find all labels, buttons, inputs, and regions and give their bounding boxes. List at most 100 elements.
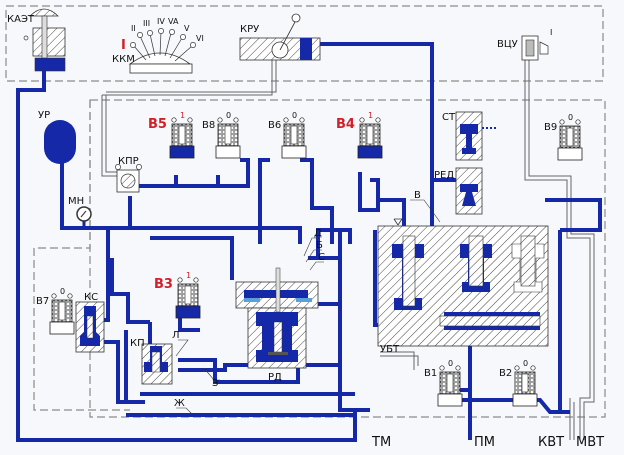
valve-terminal-icon [359,117,365,123]
chamber-b-label: Б [316,240,323,251]
valve-name: В6 [268,120,281,131]
valve-4[interactable]: В41 [336,111,383,159]
mn-pressure-gauge: МН [68,196,92,228]
kaet-emergency-brake-valve[interactable]: КАЭТ [7,8,66,72]
control-lines [101,52,595,440]
ubt-brake-block: УБТ [377,218,549,355]
kkm-pos-label-iv: IV [157,17,165,26]
valve-terminal-icon [299,117,305,123]
vcu-label: ВЦУ [497,39,518,50]
valve-terminal-icon [375,117,381,123]
red-reducer: РЕД [434,167,483,215]
kkm-controller[interactable]: ККМ I II III IV VA V VI [112,17,204,74]
kru-valve[interactable]: КРУ [239,13,321,61]
kru-label: КРУ [240,24,259,35]
valve-state: 0 [292,111,297,120]
vcu-handle[interactable] [539,41,549,55]
kvt-line-label: КВТ [538,435,564,450]
valve-seat [281,145,307,159]
valve-7[interactable]: В7 0 [36,287,75,335]
pm-line-label: ПМ [474,435,495,450]
valve-2[interactable]: В2 0 [499,359,538,407]
kkm-position-iv[interactable] [158,28,164,34]
valve-terminal-icon [559,119,565,125]
ur-label: УР [38,110,50,121]
valve-name: В3 [154,277,173,292]
valve-seat [215,145,241,159]
valve-6[interactable]: В6 0 [268,111,307,159]
valve-terminal-icon [193,277,199,283]
ks-valve: КС [75,292,105,353]
kaet-body [32,27,66,57]
valve-terminal-icon [177,277,183,283]
valve-terminal-icon [530,365,536,371]
kkm-pos-label-ii: II [131,24,136,33]
valve-name: В2 [499,368,512,379]
valve-seat [169,145,195,159]
valve-terminal-icon [187,117,193,123]
kkm-position-i[interactable] [130,42,136,48]
valve-9[interactable]: В90 [544,113,583,161]
st-label: СТ [442,112,456,123]
chamber-l-label: Л [172,330,180,341]
valve-terminal-icon [67,293,73,299]
panel-enclosure-left-step [33,100,130,411]
rd-label: РД [268,372,282,383]
st-brake-cylinder-valve: СТ [442,111,496,161]
valve-state: 0 [448,359,453,368]
mn-label: МН [68,196,84,207]
kkm-position-iii[interactable] [147,30,153,36]
kkm-position-ii[interactable] [137,32,143,38]
valve-5[interactable]: В5 1 [148,111,195,159]
valve-3[interactable]: В3 1 [154,271,201,319]
ubt-exhaust-icon [393,218,403,226]
valve-state: 0 [523,359,528,368]
kkm-position-va[interactable] [169,29,175,35]
valve-state: 0 [568,113,573,122]
chamber-d-label: Д [314,228,322,239]
valve-seat [512,393,538,407]
kaet-label: КАЭТ [7,14,35,25]
kkm-base [129,63,193,74]
valve-name: В5 [148,117,167,132]
valve-seat [437,393,463,407]
valve-terminal-icon [439,365,445,371]
valve-state: 1 [368,111,373,120]
kkm-label: ККМ [112,54,135,65]
valve-terminal-icon [233,117,239,123]
ubt-label: УБТ [380,344,400,355]
kpr-valve[interactable]: КПР [115,156,142,193]
kp-label: КП [130,338,145,349]
valve-state: 0 [226,111,231,120]
valve-1[interactable]: В1 0 [424,359,463,407]
vcu-valve[interactable]: ВЦУ I [497,28,552,61]
kkm-position-v[interactable] [180,34,186,40]
valve-name: В7 [36,296,49,307]
kkm-position-vi[interactable] [190,42,196,48]
valve-terminal-icon [514,365,520,371]
chamber-labels [175,199,441,415]
valve-state: 0 [60,287,65,296]
kkm-pos-label-vi: VI [196,34,204,43]
kaet-contact-icon [23,35,29,41]
kpr-label: КПР [118,156,139,167]
valve-terminal-icon [455,365,461,371]
panel-enclosure-boundary [89,99,606,418]
kaet-knob[interactable] [29,8,59,17]
vcu-position: I [550,28,552,37]
valve-terminal-icon [283,117,289,123]
valve-8[interactable]: В80 [202,111,241,159]
valve-state: 1 [186,271,191,280]
valve-terminal-icon [217,117,223,123]
valve-state: 1 [180,111,185,120]
kru-handle[interactable] [291,13,301,23]
valve-terminal-icon [575,119,581,125]
tm-line-label: ТМ [371,435,391,450]
valve-seat [49,321,75,335]
chamber-zh-label: Ж [174,398,185,409]
chamber-s-label: С [318,252,325,263]
valve-seat [557,147,583,161]
valve-name: В1 [424,368,437,379]
kkm-pos-label-iii: III [143,19,150,28]
